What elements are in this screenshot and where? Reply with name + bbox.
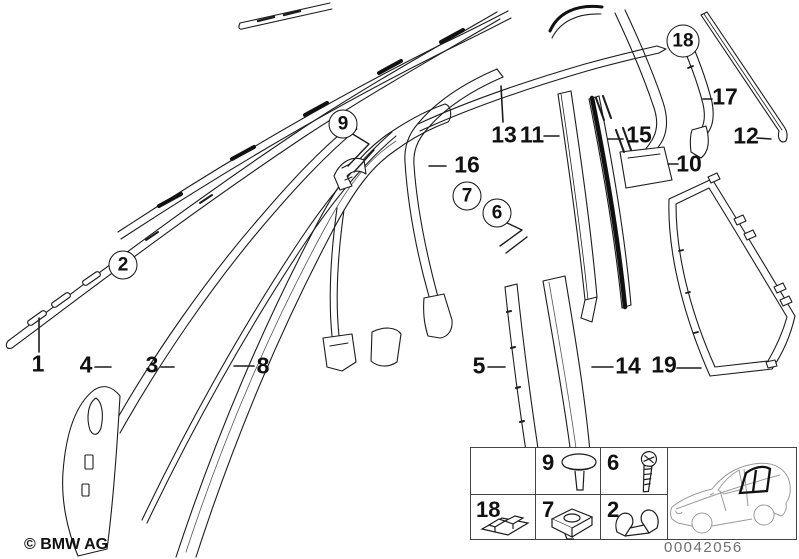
part-label-1[interactable]: 1	[31, 350, 45, 377]
legend-divider	[667, 448, 668, 539]
part-label-19[interactable]: 19	[651, 351, 677, 378]
legend-number-9: 9	[542, 450, 555, 475]
part-callout-7[interactable]: 7	[452, 181, 482, 211]
bmw-copyright: © BMW AG	[24, 536, 109, 553]
legend-number-7: 7	[542, 497, 555, 522]
sheet-clip-icon	[480, 515, 530, 536]
part-label-10[interactable]: 10	[676, 150, 702, 177]
part-callout-6[interactable]: 6	[482, 198, 512, 228]
part-label-15[interactable]: 15	[626, 121, 652, 148]
part-label-3[interactable]: 3	[145, 351, 159, 378]
part-label-17[interactable]: 17	[712, 83, 738, 110]
legend-divider	[535, 448, 536, 539]
screw-icon	[640, 451, 658, 493]
push-rivet-icon	[561, 453, 597, 491]
part-label-4[interactable]: 4	[79, 351, 93, 378]
legend-number-18: 18	[476, 497, 501, 522]
fastener-legend-table: 9 6 18 7 2	[470, 447, 797, 540]
nut-clip-icon	[550, 508, 594, 540]
part-label-13[interactable]: 13	[491, 121, 517, 148]
drawing-number: 00042056	[664, 539, 743, 556]
part-label-8[interactable]: 8	[256, 352, 270, 379]
part-label-11[interactable]: 11	[519, 121, 545, 148]
legend-divider	[471, 494, 667, 495]
legend-number-2: 2	[607, 497, 620, 522]
part-callout-2[interactable]: 2	[108, 250, 138, 280]
part-callout-9[interactable]: 9	[328, 109, 358, 139]
car-rear-window-highlight-icon	[670, 462, 791, 534]
part-label-12[interactable]: 12	[733, 122, 759, 149]
legend-number-6: 6	[607, 450, 620, 475]
part-label-16[interactable]: 16	[454, 151, 480, 178]
legend-divider	[600, 448, 601, 539]
part-label-5[interactable]: 5	[472, 352, 486, 379]
part-callout-18[interactable]: 18	[666, 24, 700, 58]
spring-clip-icon	[615, 509, 659, 537]
part-label-14[interactable]: 14	[615, 352, 641, 379]
